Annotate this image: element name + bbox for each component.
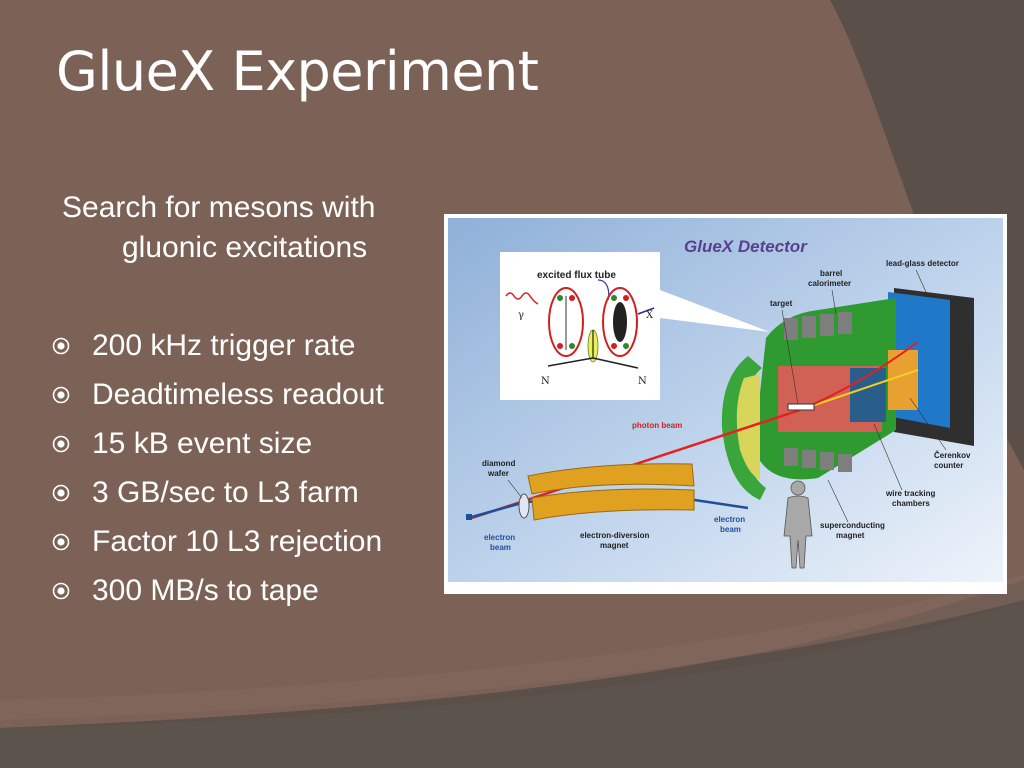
label-wire-2: chambers (892, 499, 930, 508)
inset-box (500, 252, 660, 400)
label-cerenkov-2: counter (934, 461, 963, 470)
label-barrel-2: calorimeter (808, 279, 851, 288)
diamond-wafer (518, 493, 530, 519)
circled-dot-icon (52, 435, 70, 453)
inset-gamma-label: γ (518, 310, 524, 321)
bullet-item: Factor 10 L3 rejection (52, 521, 384, 570)
circled-dot-icon (52, 337, 70, 355)
label-electron-beam-left-2: beam (490, 543, 511, 552)
label-electron-beam-right-2: beam (720, 525, 741, 534)
flux-tube-right (602, 287, 638, 357)
tracking-region (850, 368, 886, 422)
bullet-text: Deadtimeless readout (92, 378, 384, 411)
label-sc-magnet-1: superconducting (820, 521, 885, 530)
label-sc-magnet-2: magnet (836, 531, 865, 540)
label-diamond-1: diamond (482, 459, 515, 468)
circled-dot-icon (52, 582, 70, 600)
flux-tube-core (613, 302, 627, 342)
bullet-item: 200 kHz trigger rate (52, 325, 384, 374)
bullet-text: 200 kHz trigger rate (92, 329, 356, 362)
bullet-text: 15 kB event size (92, 427, 313, 460)
label-target: target (770, 299, 793, 308)
label-wire-1: wire tracking (885, 489, 935, 498)
calorimeter-modules (784, 312, 852, 472)
label-magnet-1: electron-diversion (580, 531, 649, 540)
label-cerenkov-1: Čerenkov (934, 451, 971, 460)
magnet-end-ring (721, 356, 766, 500)
bullet-item: Deadtimeless readout (52, 374, 384, 423)
circled-dot-icon (52, 533, 70, 551)
bullet-item: 3 GB/sec to L3 farm (52, 472, 384, 521)
circled-dot-icon (52, 484, 70, 502)
label-photon-beam: photon beam (632, 421, 682, 430)
forward-tracks (799, 369, 919, 411)
bullet-text: 3 GB/sec to L3 farm (92, 476, 359, 509)
label-barrel-1: barrel (820, 269, 842, 278)
bullet-text: Factor 10 L3 rejection (92, 525, 383, 558)
magnet-lower (531, 488, 695, 521)
label-lead-glass: lead-glass detector (886, 259, 959, 268)
circled-dot-icon (52, 386, 70, 404)
label-diamond-2: wafer (487, 469, 509, 478)
bullet-item: 300 MB/s to tape (52, 570, 384, 619)
intro-text: Search for mesons with gluonic excitatio… (62, 188, 442, 268)
inset-n-left-label: N (541, 376, 550, 387)
bullet-list: 200 kHz trigger rate Deadtimeless readou… (52, 325, 384, 619)
inset-x-label: X (646, 310, 654, 321)
bullet-text: 300 MB/s to tape (92, 574, 319, 607)
intro-line-1: Search for mesons with (62, 191, 376, 224)
flux-tube-left (548, 287, 584, 357)
person-silhouette (783, 480, 813, 569)
label-leader-lines (507, 269, 947, 523)
bullet-item: 15 kB event size (52, 423, 384, 472)
gluex-detector-figure: GlueX Detector excited flux tube γ X N N (444, 214, 1007, 594)
inset-n-right-label: N (638, 376, 647, 387)
label-electron-beam-right-1: electron (714, 515, 745, 524)
detector-diagram: GlueX Detector excited flux tube γ X N N (448, 218, 1003, 582)
photon-wave (505, 292, 539, 305)
label-electron-beam-left-1: electron (484, 533, 515, 542)
electron-beam-origin (466, 514, 472, 520)
inset-title: excited flux tube (537, 270, 616, 281)
magnet-upper (527, 463, 695, 495)
target-cell (787, 403, 815, 411)
inset-pointer (660, 290, 770, 332)
intro-line-2: gluonic excitations (122, 231, 368, 264)
slide-title: GlueX Experiment (56, 40, 539, 103)
figure-title: GlueX Detector (684, 237, 808, 256)
label-magnet-2: magnet (600, 541, 629, 550)
